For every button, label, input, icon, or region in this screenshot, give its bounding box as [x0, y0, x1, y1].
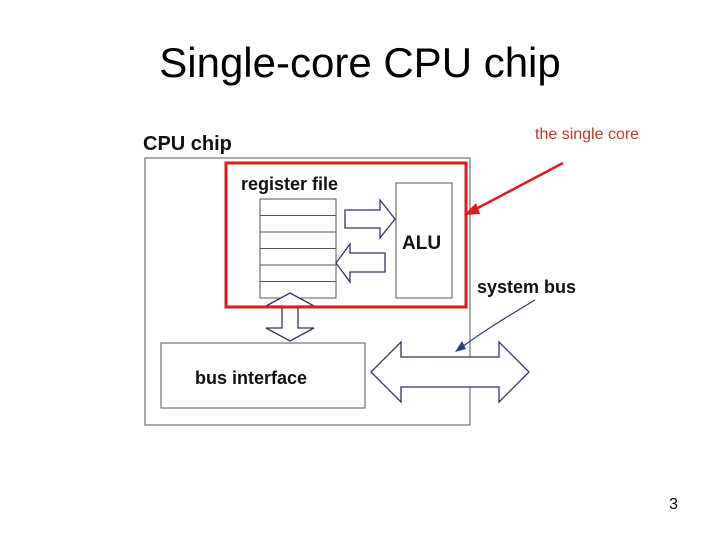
register-row	[259, 231, 337, 249]
register-row	[259, 198, 337, 216]
register-row	[259, 215, 337, 233]
slide-title: Single-core CPU chip	[159, 39, 561, 86]
system-bus-arrow	[370, 340, 530, 404]
register-file-label: register file	[241, 174, 338, 194]
register-row	[259, 248, 337, 266]
bus-interface-box	[160, 342, 366, 409]
register-to-alu-arrow	[344, 198, 396, 240]
system-bus-label: system bus	[477, 277, 576, 297]
single-core-annotation: the single core	[535, 126, 639, 143]
single-core-annotation-arrow	[473, 161, 564, 212]
cpu-chip-label: CPU chip	[143, 133, 232, 155]
alu-box	[395, 182, 453, 299]
register-file	[259, 198, 337, 299]
register-row	[259, 281, 337, 299]
bus-interface-label: bus interface	[195, 368, 307, 388]
register-row	[259, 264, 337, 282]
system-bus-pointer	[461, 299, 536, 348]
system-bus-pointer-head	[455, 341, 466, 352]
single-core-annotation-arrow-head	[464, 203, 480, 215]
single-core-highlight	[224, 161, 468, 309]
alu-label: ALU	[402, 233, 441, 254]
alu-to-register-arrow	[335, 242, 386, 284]
page-number: 3	[669, 496, 678, 513]
